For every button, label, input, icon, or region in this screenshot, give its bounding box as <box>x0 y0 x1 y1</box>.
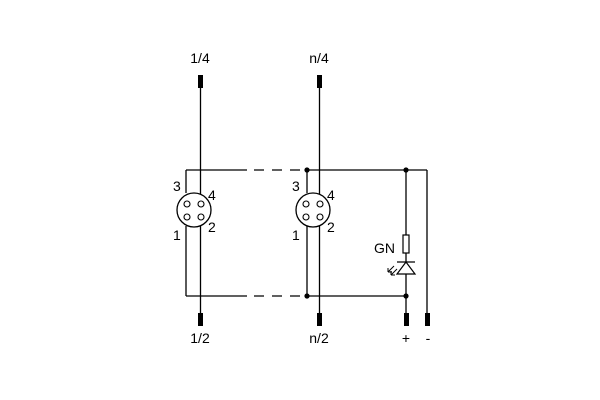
terminal-label-1-2: 1/2 <box>190 330 210 346</box>
led-indicator: GN <box>374 170 417 313</box>
pin-label-1: 1 <box>173 227 181 243</box>
junction-dot <box>304 293 310 299</box>
pin-label-4: 4 <box>208 187 216 203</box>
connector-left: 3 4 1 2 <box>173 178 216 243</box>
connector-body <box>295 192 331 228</box>
pin-label-4: 4 <box>327 187 335 203</box>
terminal-pin-n-4 <box>317 75 322 88</box>
pin-socket-4 <box>197 200 205 208</box>
pin-socket-2 <box>197 213 205 221</box>
terminal-pin-1-4 <box>198 75 203 88</box>
light-emission-icon <box>387 265 398 276</box>
pin-label-2: 2 <box>327 219 335 235</box>
terminal-label-n-2: n/2 <box>309 330 329 346</box>
terminal-label-plus: + <box>402 330 410 346</box>
terminal-pin-n-2 <box>317 313 322 326</box>
terminal-label-n-4: n/4 <box>309 50 329 66</box>
led-color-label: GN <box>374 240 395 256</box>
terminal-label-1-4: 1/4 <box>190 50 210 66</box>
terminal-pin-1-2 <box>198 313 203 326</box>
diode-triangle <box>395 261 417 275</box>
pin-label-1: 1 <box>292 227 300 243</box>
pin-socket-1 <box>183 213 191 221</box>
pin-label-3: 3 <box>292 178 300 194</box>
connector-body <box>176 192 212 228</box>
pin-label-3: 3 <box>173 178 181 194</box>
pin-socket-2 <box>316 213 324 221</box>
terminal-pin-minus <box>425 313 430 326</box>
pin-socket-1 <box>302 213 310 221</box>
terminal-pin-plus <box>404 313 409 326</box>
connector-right: 3 4 1 2 <box>292 178 335 243</box>
pin-label-2: 2 <box>208 219 216 235</box>
pin-socket-3 <box>183 200 191 208</box>
resistor-symbol <box>402 234 410 254</box>
pin-socket-3 <box>302 200 310 208</box>
junction-dot <box>304 167 310 173</box>
terminal-label-minus: - <box>426 330 431 346</box>
pin-socket-4 <box>316 200 324 208</box>
